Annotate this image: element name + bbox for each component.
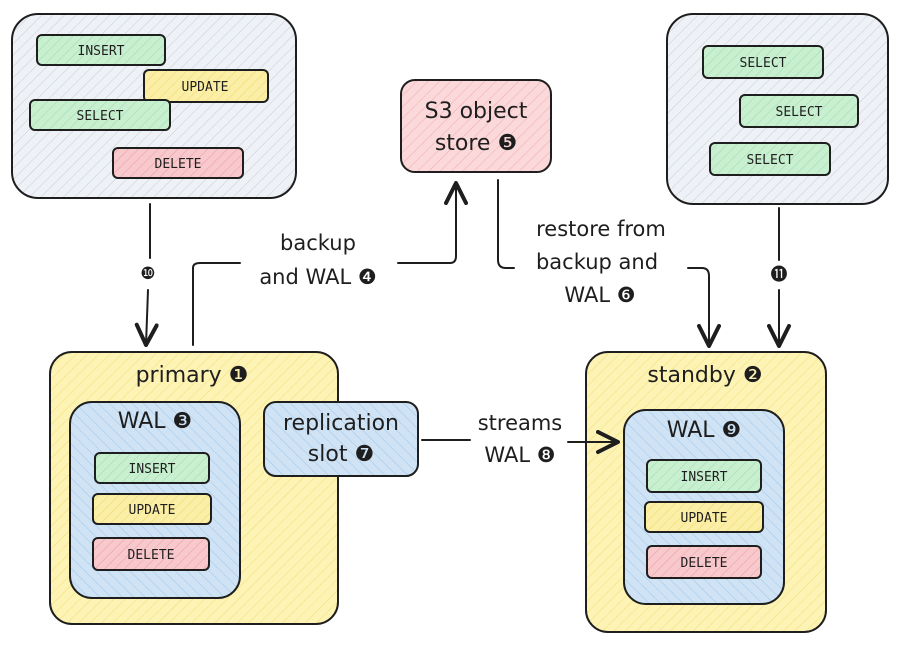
replication-slot-line-1: replication — [283, 411, 399, 436]
standby-wal-insert-label: INSERT — [681, 470, 728, 485]
writer-op-select-label: SELECT — [77, 109, 124, 124]
writer-op-update: UPDATE — [143, 69, 269, 103]
writer-op-delete: DELETE — [112, 147, 244, 179]
standby-wal-delete: DELETE — [646, 545, 762, 579]
primary-wal-insert: INSERT — [94, 452, 210, 484]
reader-to-standby-edge: ⓫ — [767, 207, 791, 348]
primary-wal-update: UPDATE — [92, 493, 212, 525]
streams-label-line-2: WAL ❽ — [484, 443, 555, 467]
replication-slot-line-2: slot ❼ — [308, 442, 374, 467]
primary-wal-insert-label: INSERT — [129, 462, 176, 477]
backup-label-line-1: backup — [280, 231, 356, 255]
standby-wal-title: WAL ❾ — [667, 418, 742, 443]
streams-label-line-1: streams — [478, 411, 563, 435]
standby-wal-update: UPDATE — [644, 501, 764, 533]
restore-edge: restore from backup and WAL ❻ — [497, 179, 721, 348]
reader-op-select-2-label: SELECT — [776, 105, 823, 120]
restore-label-line-1: restore from — [536, 217, 666, 241]
writer-op-insert-label: INSERT — [78, 44, 125, 59]
reader-op-select-1: SELECT — [702, 45, 824, 79]
restore-label-line-3: WAL ❻ — [564, 283, 635, 307]
primary-wal: WAL ❸ INSERT UPDATE DELETE — [69, 401, 241, 599]
backup-label-line-2: and WAL ❹ — [259, 265, 376, 289]
s3-object-store: S3 object store ❺ — [400, 79, 552, 173]
primary-wal-delete-label: DELETE — [128, 548, 175, 563]
standby-wal-insert: INSERT — [646, 459, 762, 493]
primary-wal-update-label: UPDATE — [129, 503, 176, 518]
primary-node: primary ❶ WAL ❸ INSERT UPDATE DELETE rep… — [49, 351, 419, 625]
writer-op-delete-label: DELETE — [155, 157, 202, 172]
primary-wal-title: WAL ❸ — [118, 409, 193, 434]
reader-op-select-1-label: SELECT — [740, 56, 787, 71]
writer-op-update-label: UPDATE — [182, 80, 229, 95]
reader-client-box: SELECT SELECT SELECT — [666, 13, 889, 205]
standby-node: standby ❷ WAL ❾ INSERT UPDATE DELETE — [585, 351, 827, 633]
writer-op-insert: INSERT — [36, 34, 166, 66]
writer-client-box: INSERT UPDATE SELECT DELETE — [11, 13, 297, 199]
s3-line-2: store ❺ — [435, 131, 517, 156]
writer-edge-marker: ❿ — [140, 264, 155, 284]
reader-op-select-3: SELECT — [709, 142, 831, 176]
primary-title: primary ❶ — [136, 363, 249, 388]
replication-slot: replication slot ❼ — [263, 401, 419, 477]
restore-label-line-2: backup and — [536, 250, 658, 274]
standby-title: standby ❷ — [647, 363, 762, 388]
streams-edge: streams WAL ❽ — [421, 411, 620, 467]
backup-edge: backup and WAL ❹ — [192, 181, 468, 346]
s3-line-1: S3 object — [425, 99, 528, 124]
writer-op-select: SELECT — [29, 99, 171, 131]
standby-wal: WAL ❾ INSERT UPDATE DELETE — [623, 409, 785, 605]
standby-wal-delete-label: DELETE — [681, 556, 728, 571]
reader-op-select-3-label: SELECT — [747, 153, 794, 168]
standby-wal-update-label: UPDATE — [681, 511, 728, 526]
writer-to-primary-edge: ❿ — [134, 203, 159, 347]
reader-edge-marker: ⓫ — [771, 265, 788, 285]
primary-wal-delete: DELETE — [92, 537, 210, 571]
reader-op-select-2: SELECT — [739, 94, 859, 128]
